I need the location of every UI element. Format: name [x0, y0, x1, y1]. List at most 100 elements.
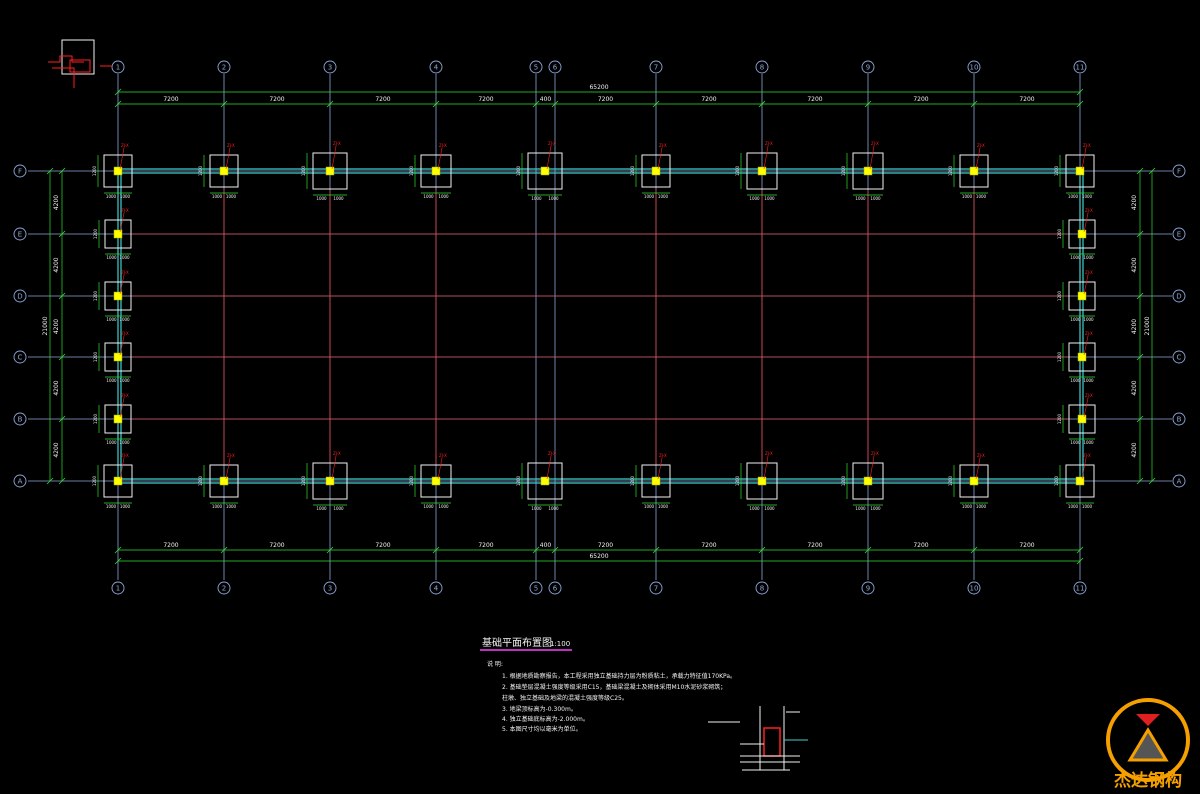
- footing-dim-text: 1000: [749, 196, 760, 201]
- note-line-3: 柱墩、独立基础及地梁的混凝土强度等级C25。: [502, 694, 628, 702]
- dimension-tick: [1136, 477, 1144, 485]
- footing-dim-text: 1000: [106, 317, 117, 322]
- row-dimension-text: 4200: [53, 319, 60, 334]
- axis-bubble: [429, 60, 443, 74]
- axis-bubble-label: E: [18, 231, 22, 239]
- dimension-tick: [432, 546, 440, 554]
- footing-tag-leader: [119, 397, 125, 418]
- footing-tag-text: ZJ-X: [439, 143, 447, 148]
- row-dimension-text: 4200: [1131, 195, 1138, 210]
- overall-length-text: 65200: [589, 84, 608, 91]
- footing-dim-text: 1000: [764, 506, 775, 511]
- footing-tag-text: ZJ-X: [439, 453, 447, 458]
- column-pier: [113, 352, 123, 362]
- footing-dim-text: 1000: [1083, 255, 1094, 260]
- dimension-tick: [1148, 477, 1156, 485]
- footing-dim-text: 1200: [93, 228, 98, 239]
- note-line-1: 1. 根据地质勘察报告，本工程采用独立基础持力层为粉质粘土，承载力特征值170K…: [502, 672, 736, 680]
- bay-dimension-text: 7200: [701, 96, 716, 103]
- bay-dimension-text: 7200: [807, 96, 822, 103]
- footing-tag-text: ZJ-X: [871, 451, 879, 456]
- footing-outline: [1068, 342, 1096, 372]
- logo-triangle: [1136, 714, 1160, 726]
- footing-tag-leader: [331, 145, 337, 170]
- footing-dim-text: 1000: [333, 196, 344, 201]
- footing-tag-text: ZJ-X: [121, 208, 129, 213]
- axis-bubble: [323, 581, 337, 595]
- dimension-tick: [114, 546, 122, 554]
- footing-tag-leader: [119, 335, 125, 356]
- footing-tag-text: ZJ-X: [977, 453, 985, 458]
- axis-bubble: [1073, 581, 1087, 595]
- dimension-tick: [532, 546, 540, 554]
- column-pier: [431, 166, 441, 176]
- axis-bubble-label: 11: [1076, 64, 1085, 72]
- column-pier: [969, 166, 979, 176]
- axis-bubble: [13, 289, 27, 303]
- axis-bubble-label: 10: [970, 64, 979, 72]
- footing-dim-text: 1000: [658, 194, 669, 199]
- footing-dim-text: 1000: [120, 504, 131, 509]
- overall-width-text: 21000: [1144, 316, 1151, 335]
- footing-dim-text: 1000: [870, 506, 881, 511]
- bay-dimension-text: 7200: [807, 542, 822, 549]
- footing-dim-text: 1000: [658, 504, 669, 509]
- axis-bubble: [13, 164, 27, 178]
- dimension-tick: [1076, 88, 1084, 96]
- footing-tag-leader: [763, 145, 769, 170]
- footing-dim-text: 1200: [301, 165, 306, 176]
- axis-bubble: [1172, 412, 1186, 426]
- footing-tag-text: ZJ-X: [1085, 208, 1093, 213]
- footing-dim-text: 1200: [630, 475, 635, 486]
- footing-dim-text: 1200: [516, 475, 521, 486]
- axis-bubble-label: F: [1177, 168, 1181, 176]
- footing-dim-text: 1000: [333, 506, 344, 511]
- drawing-title: 基础平面布置图: [482, 636, 552, 649]
- bay-dimension-text: 7200: [913, 542, 928, 549]
- footing-dim-text: 1200: [735, 475, 740, 486]
- column-pier: [651, 476, 661, 486]
- footing-dim-text: 1200: [1057, 351, 1062, 362]
- footing-dim-text: 1000: [1068, 194, 1079, 199]
- dimension-tick: [326, 546, 334, 554]
- dimension-tick: [114, 88, 122, 96]
- footing-dim-text: 1000: [976, 194, 987, 199]
- footing-outline: [852, 152, 884, 190]
- bay-dimension-text: 400: [540, 96, 552, 103]
- axis-bubble: [111, 581, 125, 595]
- column-pier: [219, 476, 229, 486]
- footing-tag-leader: [1081, 147, 1087, 170]
- axis-bubble: [967, 581, 981, 595]
- footing-tag-text: ZJ-X: [121, 143, 129, 148]
- footing-dim-text: 1000: [1082, 194, 1093, 199]
- axis-bubble-label: 2: [222, 585, 226, 593]
- column-pier: [113, 476, 123, 486]
- footing-dim-text: 1000: [106, 194, 117, 199]
- axis-bubble: [649, 581, 663, 595]
- axis-bubble-label: 7: [654, 64, 658, 72]
- column-pier: [1077, 414, 1087, 424]
- footing-dim-text: 1000: [119, 255, 130, 260]
- axis-bubble-label: 5: [534, 64, 538, 72]
- footing-outline: [641, 464, 671, 498]
- axis-bubble-label: 10: [970, 585, 979, 593]
- column-pier: [113, 229, 123, 239]
- axis-bubble-label: 9: [866, 64, 870, 72]
- footing-dim-text: 1000: [106, 440, 117, 445]
- bay-dimension-text: 7200: [163, 96, 178, 103]
- footing-outline: [527, 152, 563, 190]
- footing-outline: [209, 464, 239, 498]
- footing-outline: [103, 154, 133, 188]
- axis-bubble: [111, 60, 125, 74]
- bay-dimension-text: 7200: [269, 96, 284, 103]
- footing-dim-text: 1200: [1054, 165, 1059, 176]
- footing-dim-text: 1200: [198, 475, 203, 486]
- bay-dimension-text: 7200: [269, 542, 284, 549]
- column-pier: [113, 414, 123, 424]
- footing-tag-text: ZJ-X: [333, 451, 341, 456]
- dimension-tick: [1136, 353, 1144, 361]
- footing-tag-text: ZJ-X: [548, 141, 556, 146]
